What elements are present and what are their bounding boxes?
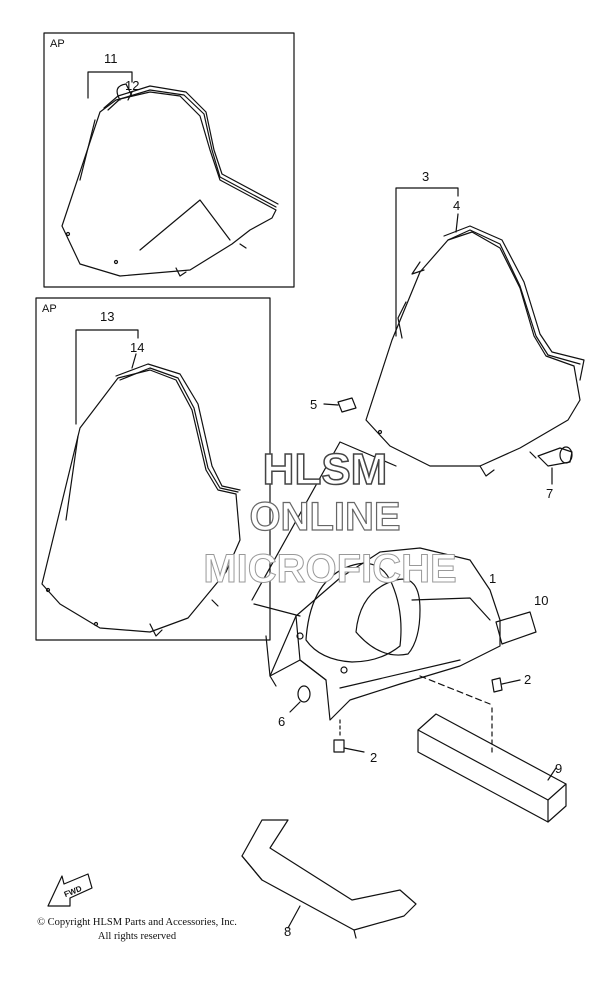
seal-part-8: [241, 819, 417, 939]
callout-3: 3: [422, 169, 429, 184]
cowl-part-1: [251, 441, 501, 721]
windshield-option-1: [61, 83, 279, 277]
inset-box-2: [35, 297, 271, 641]
callout-2-right: 2: [524, 672, 531, 687]
clip-part-7: [537, 446, 573, 485]
windshield-main: [365, 225, 585, 477]
foam-block-part-9: [417, 675, 567, 823]
watermark-line-3: MICROFICHE: [203, 547, 456, 591]
callout-13: 13: [100, 309, 114, 324]
bolt-part-5: [323, 397, 357, 413]
fwd-arrow-icon: [47, 873, 93, 907]
inset-box-1-label: AP: [50, 38, 65, 50]
callout-2-bottom: 2: [370, 750, 377, 765]
callout-bracket-11: [87, 71, 133, 99]
callout-8: 8: [284, 924, 291, 939]
sticker-part-10: [495, 611, 537, 645]
inset-box-2-label: AP: [42, 303, 57, 315]
callout-1: 1: [489, 571, 496, 586]
windshield-option-2: [41, 363, 241, 637]
watermark-line-2: ONLINE: [249, 495, 400, 539]
leader-12: [127, 91, 133, 101]
callout-6: 6: [278, 714, 285, 729]
callout-12: 12: [125, 78, 139, 93]
callout-10: 10: [534, 593, 548, 608]
screw-part-2-bottom: [333, 719, 365, 753]
screw-part-2-right: [491, 677, 521, 693]
callout-bracket-13: [75, 329, 139, 425]
inset-box-1: [43, 32, 295, 288]
callout-14: 14: [130, 340, 144, 355]
callout-5: 5: [310, 397, 317, 412]
copyright-notice: © Copyright HLSM Parts and Accessories, …: [22, 916, 252, 944]
grommet-part-6: [289, 685, 311, 713]
watermark: HLSM ONLINE MICROFICHE: [203, 444, 457, 591]
callout-9: 9: [555, 761, 562, 776]
callout-11: 11: [104, 51, 118, 66]
leader-14: [131, 353, 137, 369]
copyright-line-2: All rights reserved: [97, 931, 177, 942]
watermark-line-1: HLSM: [263, 445, 388, 494]
copyright-line-1: © Copyright HLSM Parts and Accessories, …: [37, 917, 237, 928]
callout-bracket-3: [395, 187, 459, 337]
callout-7: 7: [546, 486, 553, 501]
callout-4: 4: [453, 198, 460, 213]
leader-4: [455, 213, 459, 233]
